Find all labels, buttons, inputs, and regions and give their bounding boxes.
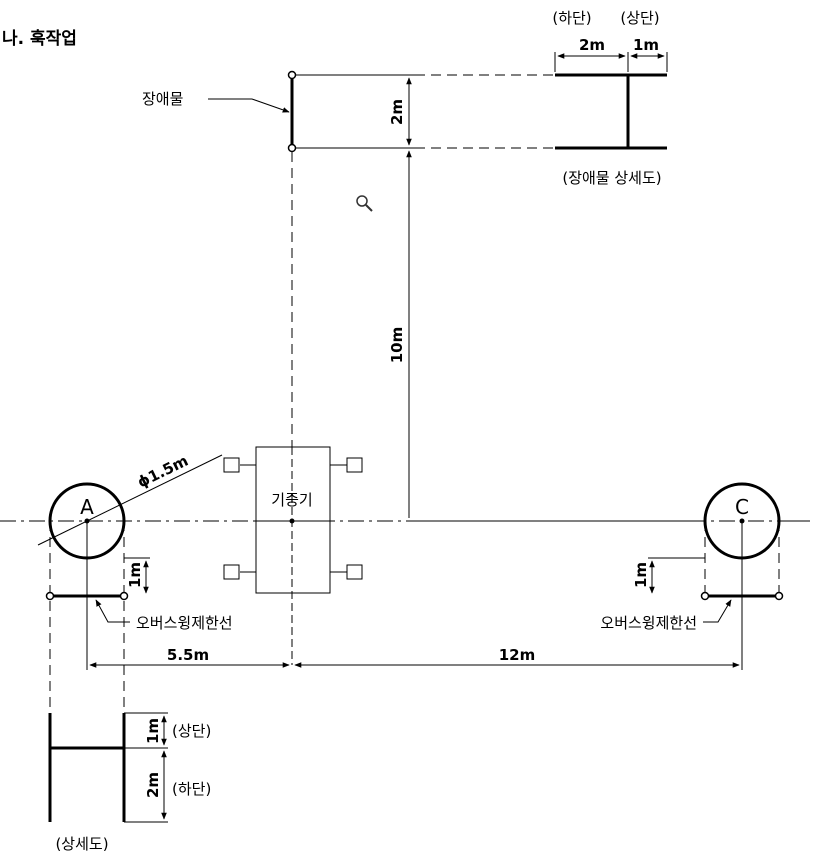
diameter-label: ϕ1.5m (135, 452, 192, 492)
detail-lower-height: 2m (144, 772, 162, 798)
obstacle-upper-label: (상단) (620, 9, 659, 27)
obstacle-upper-width: 1m (633, 36, 659, 54)
obstacle-height: 2m (388, 99, 406, 125)
crane: 기중기 (223, 446, 363, 665)
diameter-line (37, 454, 223, 546)
detail-upper-label: (상단) (172, 722, 211, 740)
overswing-label-right: 오버스윙제한선 (600, 614, 697, 632)
obstacle-detail-caption: (장애물 상세도) (562, 169, 661, 187)
page-title: 나. 훅작업 (2, 28, 77, 49)
obstacle-lower-label: (하단) (552, 9, 591, 27)
crane-label: 기중기 (271, 491, 312, 509)
obstacle-end-bottom (287, 143, 297, 153)
right-distance: 12m (499, 646, 536, 664)
circle-a-label: A (80, 495, 94, 519)
circle-c-label: C (735, 495, 749, 519)
obstacle-end-top (287, 70, 297, 80)
circle-c-offset: 1m (632, 562, 650, 588)
left-distance: 5.5m (167, 646, 209, 664)
obstacle-label: 장애물 (142, 90, 183, 108)
obstacle-leader (208, 98, 290, 113)
overswing-detail: 1m 2m (상단) (하단) (상세도) (48, 712, 211, 853)
vertical-distance: 10m (388, 327, 406, 364)
outrigger-pad (223, 457, 240, 473)
detail-lower-label: (하단) (172, 780, 211, 798)
obstacle-lower-width: 2m (579, 36, 605, 54)
circle-c-group: C 1m 오버스윙제한선 (600, 482, 810, 670)
outrigger-pad (346, 564, 363, 580)
circle-a-offset: 1m (126, 562, 144, 588)
outrigger-pad (346, 457, 363, 473)
obstacle-detail: (하단) (상단) 2m 1m (장애물 상세도) (552, 9, 668, 187)
circle-a-group: A ϕ1.5m 1m 오버스윙제한선 (0, 452, 233, 713)
obstacle-group: 장애물 2m (하단) (상단) 2m 1m (장애물 상세도) (142, 9, 668, 187)
detail-upper-height: 1m (144, 718, 162, 744)
overswing-label-left: 오버스윙제한선 (136, 614, 233, 632)
magnifier-icon (356, 195, 373, 212)
detail-caption: (상세도) (55, 835, 108, 853)
outrigger-pad (223, 564, 240, 580)
